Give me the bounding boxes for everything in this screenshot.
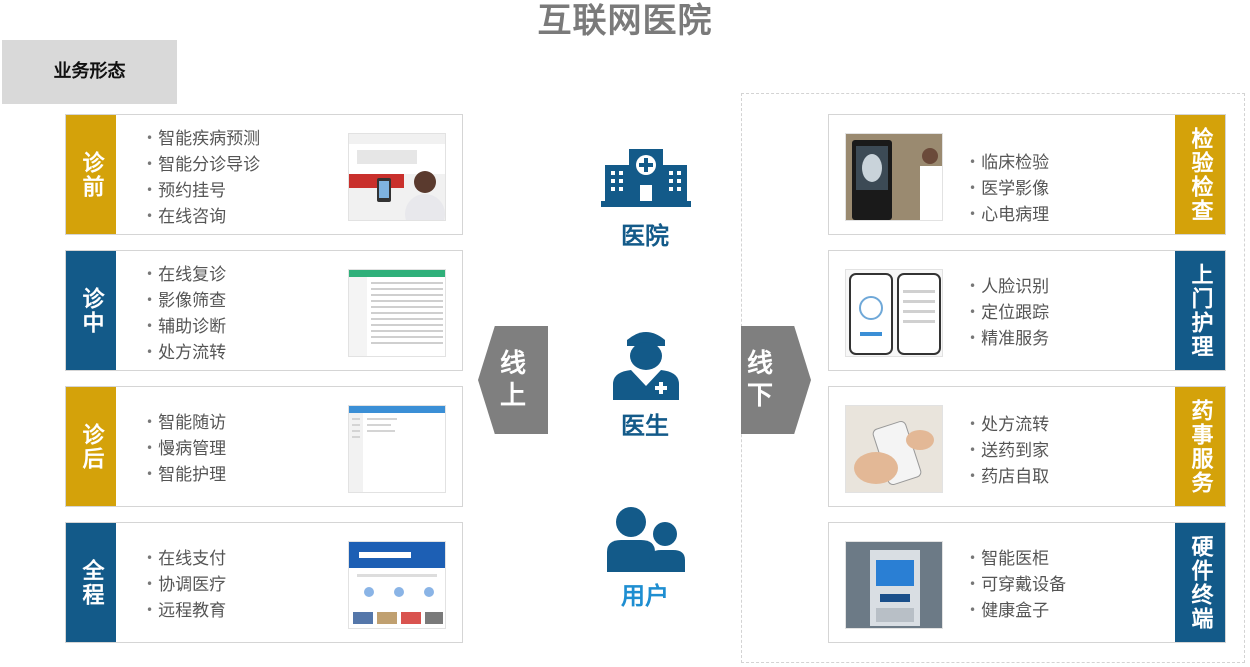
card-label: 诊后: [66, 387, 116, 506]
mobile-app-thumbnail: [845, 269, 943, 357]
page-title: 互联网医院: [537, 1, 713, 41]
hospital-label: 医院: [621, 222, 669, 250]
card-label: 全程: [66, 523, 116, 642]
list-item: 在线复诊: [146, 263, 226, 289]
item-list: 人脸识别 定位跟踪 精准服务: [969, 275, 1049, 353]
phone-photo-thumbnail: [348, 133, 446, 221]
list-item: 处方流转: [969, 413, 1049, 439]
card-in-visit: 诊中 在线复诊 影像筛查 辅助诊断 处方流转: [65, 250, 463, 371]
list-item: 远程教育: [146, 599, 226, 625]
list-item: 智能分诊导诊: [146, 153, 260, 179]
list-item: 医学影像: [969, 177, 1049, 203]
item-list: 智能疾病预测 智能分诊导诊 预约挂号 在线咨询: [146, 127, 260, 231]
imaging-kiosk-thumbnail: [845, 133, 943, 221]
online-chevron: 线上: [478, 326, 548, 434]
online-label: 线上: [500, 349, 527, 411]
item-list: 在线支付 协调医疗 远程教育: [146, 547, 226, 625]
card-label: 上门护理: [1175, 251, 1225, 370]
list-item: 预约挂号: [146, 179, 260, 205]
form-screenshot-thumbnail: [348, 405, 446, 493]
item-list: 在线复诊 影像筛查 辅助诊断 处方流转: [146, 263, 226, 367]
card-label: 诊前: [66, 115, 116, 234]
list-item: 在线咨询: [146, 205, 260, 231]
list-item: 慢病管理: [146, 437, 226, 463]
card-lab-exam: 临床检验 医学影像 心电病理 检验检查: [828, 114, 1226, 235]
card-post-visit: 诊后 智能随访 慢病管理 智能护理: [65, 386, 463, 507]
list-item: 健康盒子: [969, 599, 1066, 625]
phone-in-hand-thumbnail: [845, 405, 943, 493]
table-screenshot-thumbnail: [348, 269, 446, 357]
item-list: 智能随访 慢病管理 智能护理: [146, 411, 226, 489]
card-whole-process: 全程 在线支付 协调医疗 远程教育: [65, 522, 463, 643]
list-item: 影像筛查: [146, 289, 226, 315]
card-pre-visit: 诊前 智能疾病预测 智能分诊导诊 预约挂号 在线咨询: [65, 114, 463, 235]
list-item: 人脸识别: [969, 275, 1049, 301]
list-item: 可穿戴设备: [969, 573, 1066, 599]
list-item: 心电病理: [969, 203, 1049, 229]
list-item: 智能护理: [146, 463, 226, 489]
web-portal-thumbnail: [348, 541, 446, 629]
card-home-nursing: 人脸识别 定位跟踪 精准服务 上门护理: [828, 250, 1226, 371]
list-item: 智能疾病预测: [146, 127, 260, 153]
list-item: 智能医柜: [969, 547, 1066, 573]
list-item: 临床检验: [969, 151, 1049, 177]
list-item: 处方流转: [146, 341, 226, 367]
list-item: 药店自取: [969, 465, 1049, 491]
item-list: 处方流转 送药到家 药店自取: [969, 413, 1049, 491]
list-item: 协调医疗: [146, 573, 226, 599]
card-label: 硬件终端: [1175, 523, 1225, 642]
card-hardware: 智能医柜 可穿戴设备 健康盒子 硬件终端: [828, 522, 1226, 643]
item-list: 智能医柜 可穿戴设备 健康盒子: [969, 547, 1066, 625]
user-label: 用户: [621, 582, 669, 610]
card-label: 诊中: [66, 251, 116, 370]
doctor-label: 医生: [621, 412, 669, 440]
users-icon: [607, 507, 685, 572]
list-item: 智能随访: [146, 411, 226, 437]
list-item: 精准服务: [969, 327, 1049, 353]
list-item: 送药到家: [969, 439, 1049, 465]
list-item: 在线支付: [146, 547, 226, 573]
card-label: 检验检查: [1175, 115, 1225, 234]
card-pharmacy: 处方流转 送药到家 药店自取 药事服务: [828, 386, 1226, 507]
list-item: 辅助诊断: [146, 315, 226, 341]
item-list: 临床检验 医学影像 心电病理: [969, 151, 1049, 229]
offline-chevron: 线下: [741, 326, 811, 434]
offline-label: 线下: [747, 349, 774, 411]
card-label: 药事服务: [1175, 387, 1225, 506]
hospital-icon: [601, 149, 691, 207]
medical-cabinet-thumbnail: [845, 541, 943, 629]
doctor-icon: [613, 332, 679, 400]
section-tag: 业务形态: [2, 40, 177, 104]
list-item: 定位跟踪: [969, 301, 1049, 327]
